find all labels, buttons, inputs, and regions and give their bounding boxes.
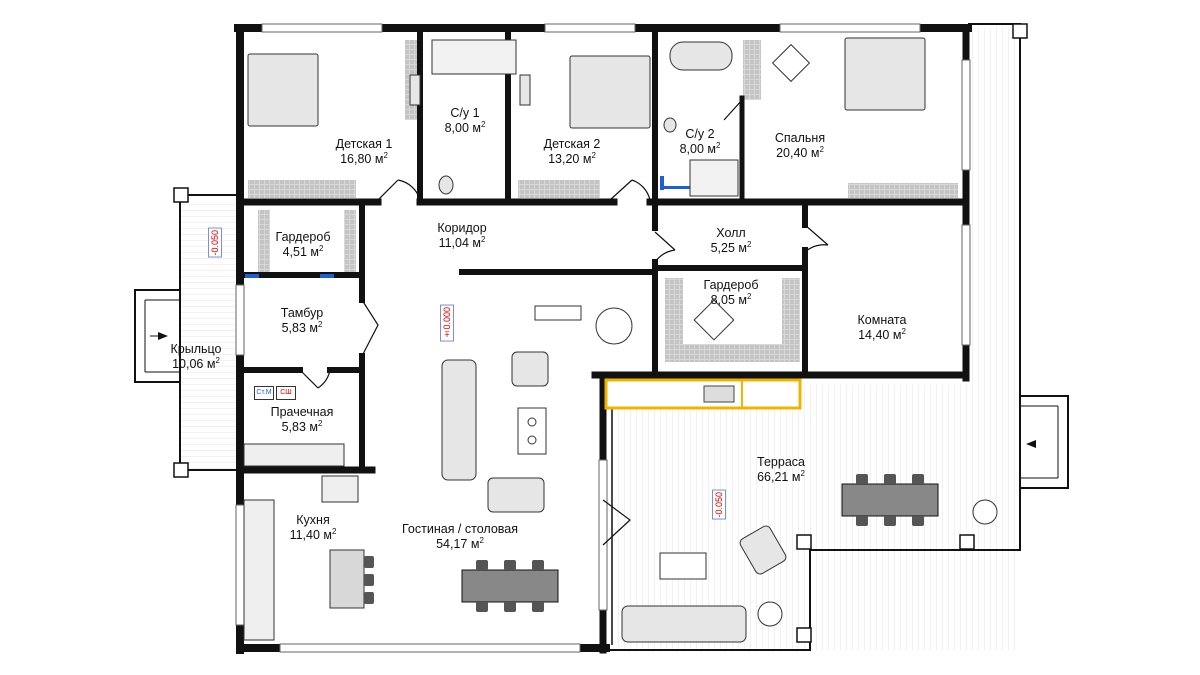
terrace-kitchen-counter	[604, 378, 802, 410]
room-label-garderob1: Гардероб 4,51 м2	[276, 230, 331, 260]
room-label-spalnya: Спальня 20,40 м2	[775, 131, 825, 161]
room-area: 16,80 м2	[340, 150, 388, 166]
room-area: 13,20 м2	[548, 150, 596, 166]
bed-master	[844, 37, 926, 111]
dining-chairs	[364, 474, 924, 612]
basin-2	[519, 74, 531, 106]
room-name: Детская 1	[335, 137, 393, 151]
room-area: 4,51 м2	[282, 243, 324, 259]
room-area: 8,05 м2	[710, 291, 752, 307]
room-area: 54,17 м2	[436, 535, 484, 551]
room-name: Коридор	[437, 221, 487, 235]
room-name: Прачечная	[270, 405, 334, 419]
room-area: 66,21 м2	[757, 468, 805, 484]
room-name: Гардероб	[275, 230, 331, 244]
coffee-table	[517, 407, 547, 455]
room-name: С/у 1	[450, 106, 480, 120]
dryer-tag: СШ	[276, 386, 296, 400]
basin-1	[409, 74, 421, 106]
room-label-garderob2: Гардероб 8,05 м2	[704, 278, 759, 308]
room-label-tambur: Тамбур 5,83 м2	[281, 306, 323, 336]
keyboard	[534, 305, 582, 321]
room-name: Крыльцо	[170, 342, 222, 356]
room-area: 5,83 м2	[281, 319, 323, 335]
windows	[235, 23, 971, 653]
room-name: Терраса	[757, 455, 805, 469]
shower-1	[431, 39, 517, 75]
stool-bedroom	[771, 43, 811, 83]
room-name: Кухня	[296, 513, 330, 527]
room-label-holl: Холл 5,25 м2	[711, 226, 752, 256]
laundry-counter	[243, 443, 345, 467]
dining-table-terrace	[841, 483, 939, 517]
room-area: 20,40 м2	[776, 144, 824, 160]
sofa-living	[441, 359, 477, 481]
room-area: 8,00 м2	[444, 119, 486, 135]
room-label-detskaya2: Детская 2 13,20 м2	[544, 137, 601, 167]
room-label-gostinaya: Гостиная / столовая 54,17 м2	[402, 522, 518, 552]
dining-table-living	[461, 569, 559, 603]
kitchen-island	[329, 549, 365, 609]
room-name: Спальня	[774, 131, 826, 145]
shower-2	[689, 159, 739, 197]
armchair-1	[511, 351, 549, 387]
room-label-terrasa: Терраса 66,21 м2	[757, 455, 805, 485]
terrace-table	[659, 552, 707, 580]
room-label-detskaya1: Детская 1 16,80 м2	[336, 137, 393, 167]
window-accents	[245, 176, 694, 278]
room-area: 8,00 м2	[679, 140, 721, 156]
room-label-prachechnaya: Прачечная 5,83 м2	[271, 405, 334, 435]
doors	[299, 99, 829, 546]
kitchen-counter-left	[243, 499, 275, 641]
bed-child-2	[569, 55, 651, 129]
room-name: Тамбур	[280, 306, 324, 320]
plant-terrace-1	[972, 499, 998, 525]
toilet-1	[438, 175, 454, 195]
level-terrace: -0.050	[712, 490, 726, 520]
room-area: 10,06 м2	[172, 355, 220, 371]
room-label-komnata: Комната 14,40 м2	[858, 313, 907, 343]
level-porch: -0.050	[208, 228, 222, 258]
room-name: Гардероб	[703, 278, 759, 292]
room-name: Детская 2	[543, 137, 601, 151]
porch-steps	[134, 289, 181, 383]
room-label-kuhnya: Кухня 11,40 м2	[290, 513, 337, 543]
room-label-koridor: Коридор 11,04 м2	[437, 221, 486, 251]
kitchen-counter-top	[321, 475, 359, 503]
room-label-su2: С/у 2 8,00 м2	[680, 127, 721, 157]
room-area: 5,25 м2	[710, 239, 752, 255]
bed-child-1	[247, 53, 319, 127]
room-area: 5,83 м2	[281, 418, 323, 434]
terrace-armchair	[739, 525, 787, 575]
level-interior: ±0.000	[440, 305, 454, 342]
bathtub	[669, 41, 733, 71]
room-name: Холл	[716, 226, 746, 240]
armchair-2	[487, 477, 545, 513]
room-area: 11,40 м2	[289, 526, 337, 542]
plant-terrace-2	[757, 601, 783, 627]
furniture	[243, 37, 998, 643]
washer-tag: Ст.М	[254, 386, 274, 400]
terrace-steps	[1019, 395, 1069, 489]
room-area: 14,40 м2	[858, 326, 906, 342]
room-name: С/у 2	[685, 127, 715, 141]
sofa-terrace	[621, 605, 747, 643]
room-name: Гостиная / столовая	[401, 522, 519, 536]
room-area: 11,04 м2	[438, 234, 486, 250]
toilet-2	[663, 117, 677, 133]
room-label-su1: С/у 1 8,00 м2	[445, 106, 486, 136]
room-label-krylco: Крыльцо 10,06 м2	[171, 342, 222, 372]
posts	[173, 23, 1028, 643]
stool-garderob	[693, 299, 735, 341]
drum-kit	[595, 307, 633, 345]
room-name: Комната	[857, 313, 907, 327]
